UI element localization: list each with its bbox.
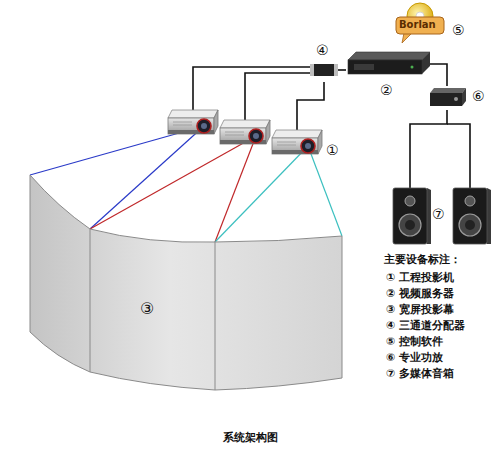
legend-item: ① 工程投影机: [386, 272, 454, 285]
legend-heading: 主要设备标注：: [384, 254, 461, 267]
power-amplifier: ⑥: [430, 86, 492, 110]
projection-beam-segment: [90, 126, 204, 229]
projection-beam-segment: [215, 146, 308, 242]
video-cable-segment: [245, 73, 310, 120]
callout-number: ②: [380, 82, 393, 98]
callout-number: ①: [326, 142, 339, 158]
projector-group: ①: [160, 110, 344, 156]
curved-screen-art: [28, 172, 346, 394]
video-server: ②: [346, 52, 430, 102]
video-cable-segment: [338, 69, 346, 71]
callout-number: ⑤: [452, 22, 465, 38]
brand-text: Borlan: [399, 19, 436, 31]
projection-beam-segment: [90, 136, 256, 229]
callout-number: ⑦: [432, 206, 445, 222]
legend-item: ⑤ 控制软件: [386, 336, 443, 349]
figure-caption: 系统架构图: [223, 432, 278, 445]
callout-number: ⑥: [472, 88, 485, 104]
video-cable: [338, 70, 346, 71]
speaker-cable-segment: [447, 124, 470, 188]
audio-cable-segment: [430, 64, 447, 86]
callout-number: ④: [316, 42, 329, 58]
control-software-icon: Borlan ⑤: [396, 2, 472, 48]
video-cable-segment: [297, 82, 324, 130]
speaker-cable-segment: [410, 110, 447, 188]
projection-beam-segment: [308, 146, 342, 236]
callout-number: ③: [140, 300, 154, 318]
legend-item: ⑦ 多媒体音箱: [386, 368, 454, 381]
legend-item: ② 视频服务器: [386, 288, 454, 301]
projector-group-art: [160, 110, 344, 156]
legend-item: ④ 三通道分配器: [386, 320, 465, 333]
curved-screen: ③: [28, 172, 346, 394]
legend-item: ③ 宽屏投影幕: [386, 304, 454, 317]
audio-cable: [430, 64, 447, 86]
speaker-cable: [410, 110, 470, 188]
projection-beam-segment: [215, 136, 256, 242]
splitter-device: ④: [310, 40, 338, 82]
legend-item: ⑥ 专业功放: [386, 352, 443, 365]
speaker-pair: ⑦: [390, 188, 490, 246]
